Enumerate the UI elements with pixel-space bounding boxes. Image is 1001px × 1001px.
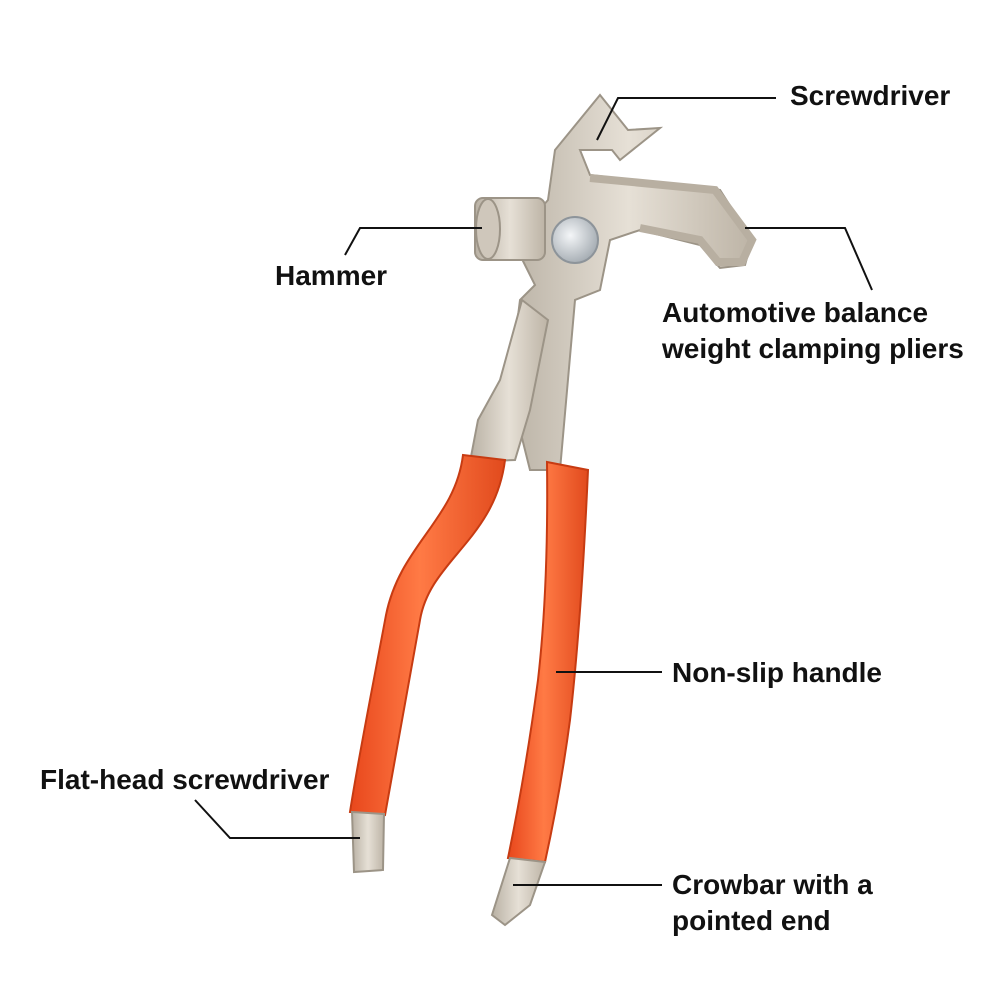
label-crowbar: Crowbar with a pointed end (672, 869, 873, 936)
label-clamping-pliers: Automotive balance weight clamping plier… (662, 297, 964, 364)
leader-hammer (344, 227, 482, 256)
label-flat-head-screwdriver: Flat-head screwdriver (40, 764, 330, 795)
label-screwdriver: Screwdriver (790, 80, 951, 111)
flat-head-tip (350, 810, 386, 874)
leader-flat-head (194, 799, 360, 839)
label-hammer: Hammer (275, 260, 388, 291)
clamping-jaw (589, 174, 757, 266)
left-handle-grip (348, 453, 507, 817)
right-handle-grip (506, 460, 590, 864)
pivot-rivet (551, 216, 599, 264)
leader-screwdriver (596, 97, 776, 141)
label-non-slip-handle: Non-slip handle (672, 657, 882, 688)
pliers-head (503, 93, 754, 471)
leader-clamping-pliers (745, 227, 873, 291)
crowbar-tip (490, 856, 547, 927)
